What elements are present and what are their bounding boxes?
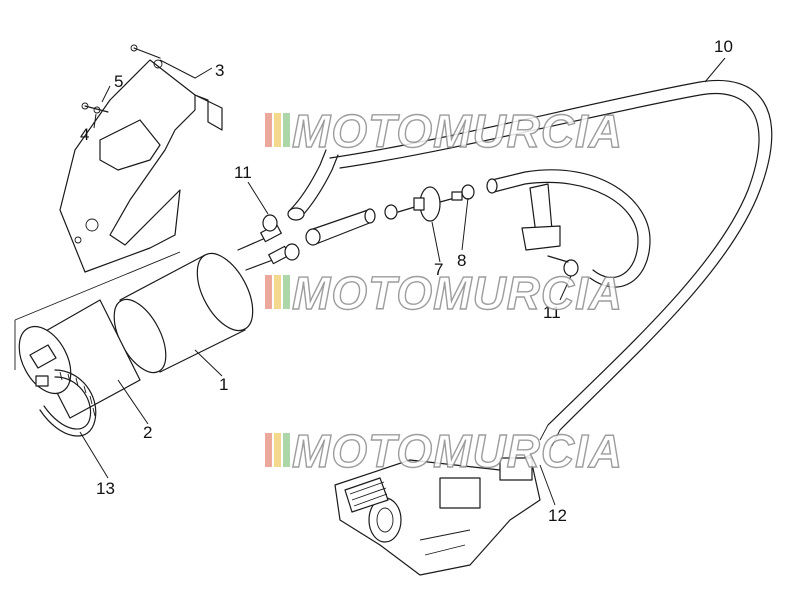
callout-2: 2 — [143, 423, 152, 442]
callout-4: 4 — [80, 125, 89, 144]
watermark-bottom: MOTOMURCIA — [265, 424, 623, 478]
callout-10: 10 — [714, 37, 733, 56]
return-hose — [329, 79, 773, 447]
fuel-pump-bracket — [59, 59, 223, 273]
callout-1: 1 — [219, 375, 228, 394]
bracket-screws — [81, 44, 163, 114]
fuel-filter — [397, 186, 463, 222]
callout-leaders — [79, 57, 726, 506]
fuel-hoses — [287, 149, 651, 288]
callout-11-lower: 11 — [543, 303, 561, 322]
clamp-band — [35, 369, 97, 437]
carburettor — [334, 454, 541, 576]
callout-numbers: 1 2 3 4 5 7 8 10 11 11 12 13 — [80, 37, 733, 525]
callout-5: 5 — [114, 72, 123, 91]
pump-housing-outline — [14, 251, 181, 370]
callout-11-upper: 11 — [234, 163, 252, 182]
watermark-top: MOTOMURCIA — [265, 104, 623, 158]
callout-3: 3 — [215, 61, 224, 80]
callout-7: 7 — [434, 260, 443, 279]
watermark-middle: MOTOMURCIA — [265, 266, 623, 320]
callout-12: 12 — [548, 506, 567, 525]
callout-8: 8 — [457, 251, 466, 270]
watermark-text: MOTOMURCIA — [292, 267, 623, 319]
watermark-text: MOTOMURCIA — [292, 105, 623, 157]
callout-13: 13 — [96, 479, 115, 498]
watermark-text: MOTOMURCIA — [292, 425, 623, 477]
fuel-tap — [521, 183, 569, 263]
hose-clamps — [262, 184, 579, 277]
